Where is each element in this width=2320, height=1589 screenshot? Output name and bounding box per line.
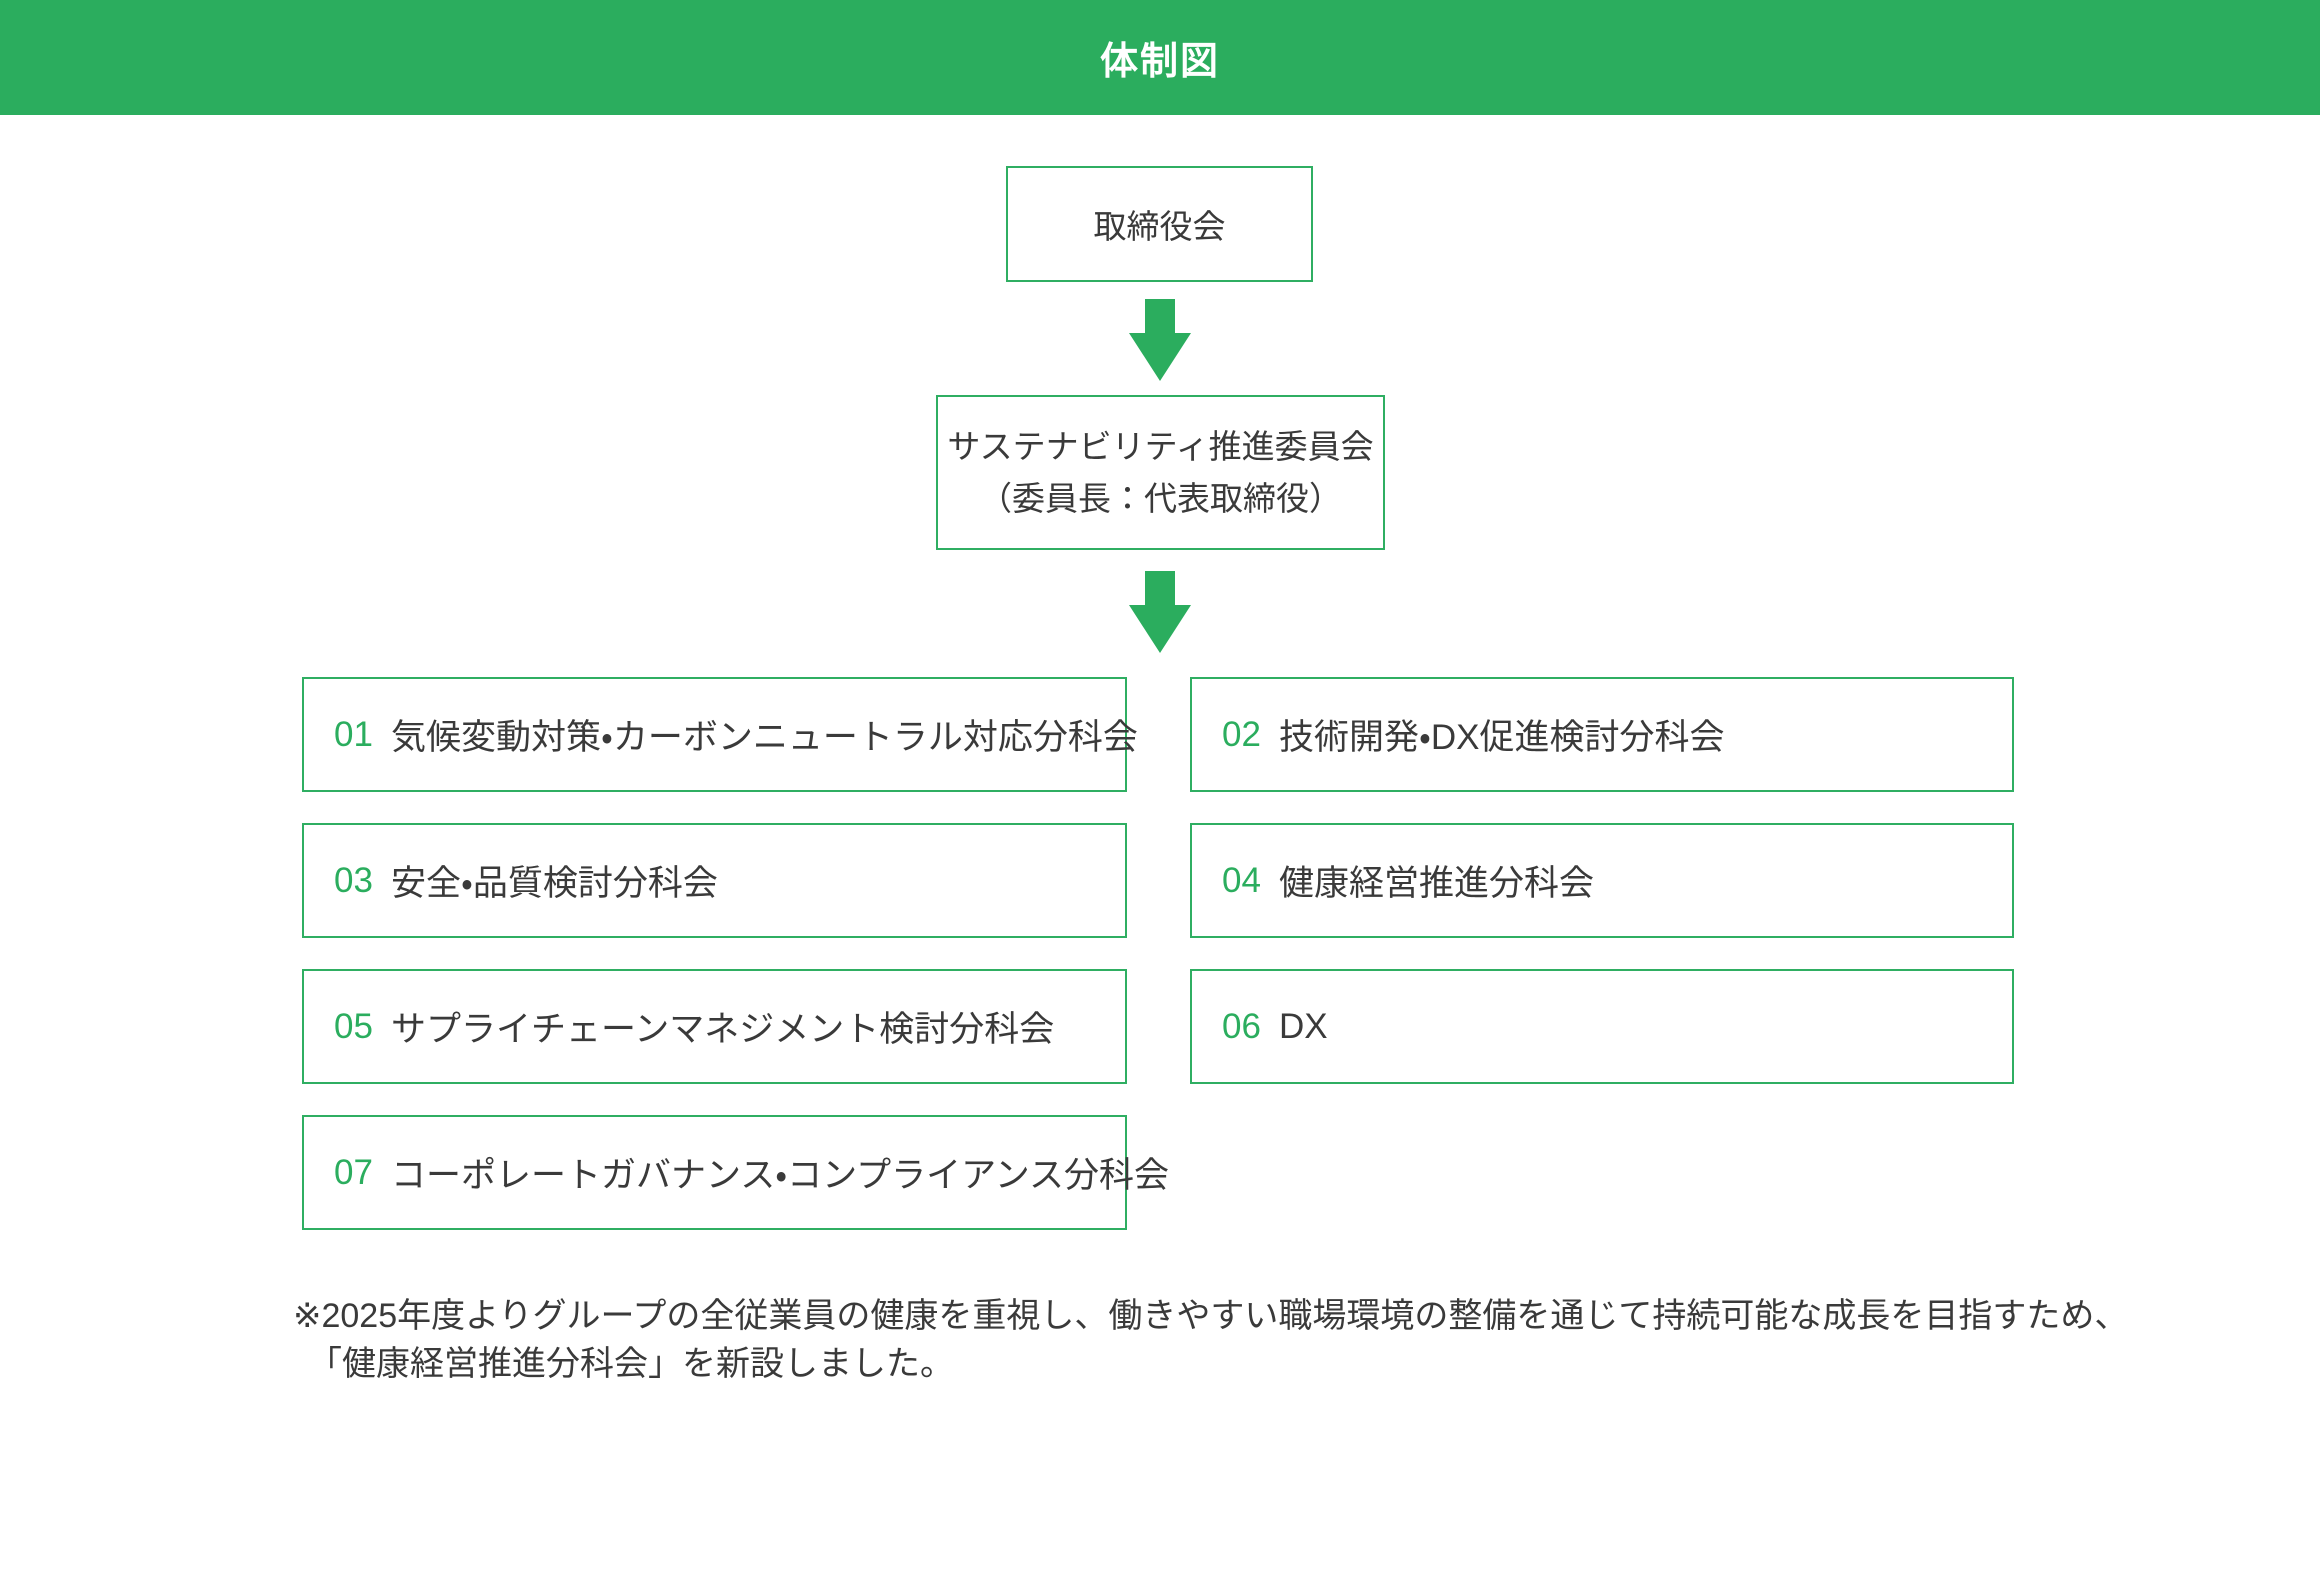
subcommittee-box-6: 06 DX: [1190, 969, 2014, 1084]
subcommittee-number: 04: [1222, 860, 1261, 900]
sustainability-committee-chair-label: （委員長：代表取締役）: [979, 479, 1342, 517]
subcommittee-number: 05: [334, 1006, 373, 1046]
sustainability-committee-label: サステナビリティ推進委員会: [947, 427, 1374, 465]
subcommittee-box-1: 01 気候変動対策・カーボンニュートラル対応分科会: [302, 677, 1138, 792]
arrow-head: [1129, 333, 1191, 381]
subcommittee-box-7: 07 コーポレートガバナンス・コンプライアンス分科会: [302, 1115, 1169, 1230]
subcommittee-label: 気候変動対策・カーボンニュートラル対応分科会: [390, 718, 1138, 757]
footnote-line-1: ※2025年度よりグループの全従業員の健康を重視し、働きやすい職場環境の整備を通…: [293, 1297, 2129, 1335]
board-of-directors-label: 取締役会: [1093, 208, 1226, 245]
subcommittee-label: DX: [1278, 1006, 1328, 1046]
subcommittee-number: 02: [1222, 714, 1261, 754]
subcommittee-box-5: 05 サプライチェーンマネジメント検討分科会: [302, 969, 1127, 1084]
subcommittee-label: 技術開発・DX促進検討分科会: [1278, 718, 1725, 757]
subcommittee-box-4: 04 健康経営推進分科会: [1190, 823, 2014, 938]
subcommittee-label: 安全・品質検討分科会: [390, 864, 718, 903]
arrow-down-icon: [1129, 571, 1191, 653]
arrow-down-icon: [1129, 299, 1191, 381]
subcommittee-label: 健康経営推進分科会: [1278, 864, 1594, 903]
page-title: 体制図: [1099, 41, 1220, 83]
subcommittee-label: コーポレートガバナンス・コンプライアンス分科会: [390, 1156, 1169, 1195]
board-of-directors-box: 取締役会: [1006, 166, 1313, 282]
subcommittee-number: 01: [334, 714, 373, 754]
footnote-line-2: 「健康経営推進分科会」を新設しました。: [308, 1345, 954, 1383]
subcommittee-box-2: 02 技術開発・DX促進検討分科会: [1190, 677, 2014, 792]
subcommittee-number: 06: [1222, 1006, 1261, 1046]
subcommittee-number: 03: [334, 860, 373, 900]
sustainability-committee-box: サステナビリティ推進委員会 （委員長：代表取締役）: [936, 395, 1385, 550]
subcommittee-grid: 01 気候変動対策・カーボンニュートラル対応分科会 02 技術開発・DX促進検討…: [302, 677, 2014, 1230]
arrow-head: [1129, 605, 1191, 653]
footnote: ※2025年度よりグループの全従業員の健康を重視し、働きやすい職場環境の整備を通…: [293, 1292, 2128, 1388]
subcommittee-box-3: 03 安全・品質検討分科会: [302, 823, 1127, 938]
header-bar: 体制図: [0, 0, 2320, 115]
arrow-stem: [1145, 299, 1175, 333]
arrow-stem: [1145, 571, 1175, 605]
subcommittee-label: サプライチェーンマネジメント検討分科会: [390, 1010, 1055, 1049]
subcommittee-number: 07: [334, 1152, 373, 1192]
